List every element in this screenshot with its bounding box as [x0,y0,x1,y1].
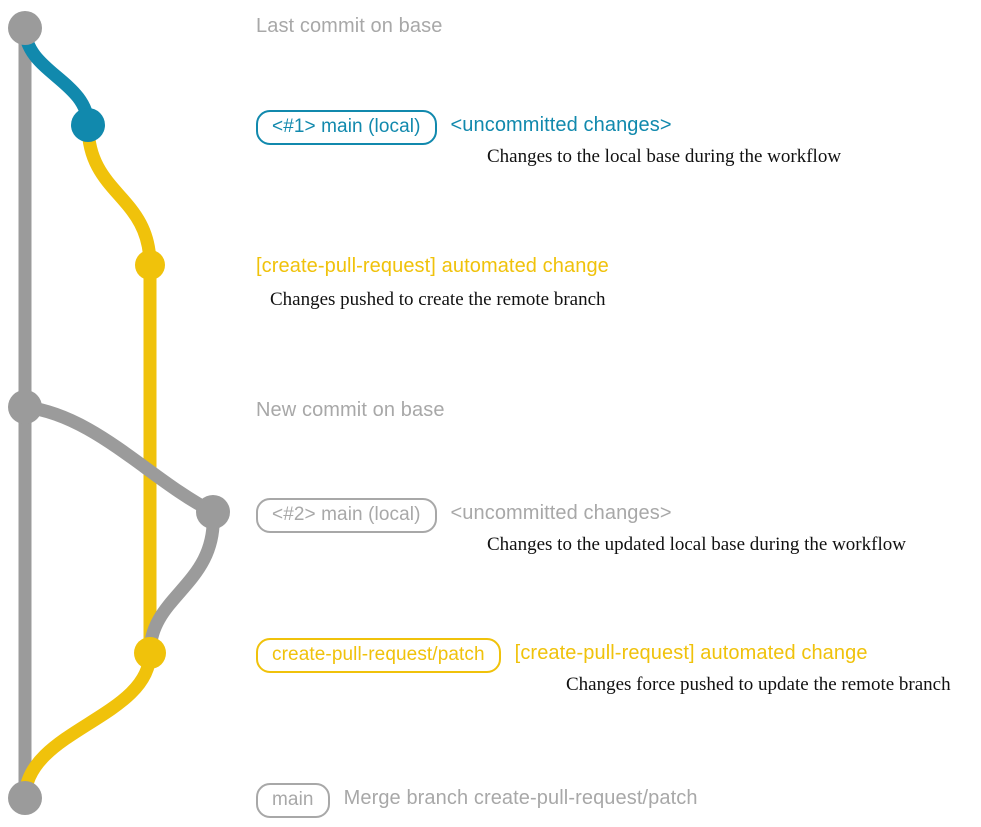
commit-row-merge: main Merge branch create-pull-request/pa… [256,783,698,818]
commit-node-local-1 [71,108,105,142]
edge-basenew-to-local2 [18,400,220,519]
edge-local2-to-patch2 [143,505,220,660]
commit-subject: Last commit on base [256,15,443,37]
commit-row-base-new: New commit on base [256,398,445,422]
commit-subject: [create-pull-request] automated change [514,642,868,664]
branch-tag-local-1[interactable]: <#1> main (local) [256,110,437,145]
commit-note-local-2: Changes to the updated local base during… [487,534,906,555]
commit-note-patch-1: Changes pushed to create the remote bran… [270,289,606,310]
commit-subject: New commit on base [256,399,445,421]
commit-subject: [create-pull-request] automated change [256,255,609,277]
commit-note-patch-2: Changes force pushed to update the remot… [566,674,951,695]
commit-node-base-new [8,390,42,424]
commit-row-patch-2: create-pull-request/patch [create-pull-r… [256,638,868,673]
commit-row-patch-1: [create-pull-request] automated change [256,254,609,278]
commit-row-local-1: <#1> main (local) <uncommitted changes> [256,110,672,145]
commit-row-base-head: Last commit on base [256,14,442,38]
branch-tag-main[interactable]: main [256,783,330,818]
commit-row-local-2: <#2> main (local) <uncommitted changes> [256,498,672,533]
edge-base-to-local1 [18,21,95,132]
edge-local1-to-patch1 [81,118,157,272]
branch-tag-local-2[interactable]: <#2> main (local) [256,498,437,533]
commit-subject: <uncommitted changes> [450,114,672,136]
commit-note-local-1: Changes to the local base during the wor… [487,146,842,167]
commit-node-base-head [8,11,42,45]
commit-node-local-2 [196,495,230,529]
branch-tag-patch-2[interactable]: create-pull-request/patch [256,638,501,673]
commit-node-patch-1 [135,250,165,280]
edge-patch2-to-merge [18,646,157,805]
commit-subject: Merge branch create-pull-request/patch [343,787,698,809]
commit-node-patch-2 [134,637,166,669]
commit-subject: <uncommitted changes> [450,502,672,524]
commit-node-merge [8,781,42,815]
